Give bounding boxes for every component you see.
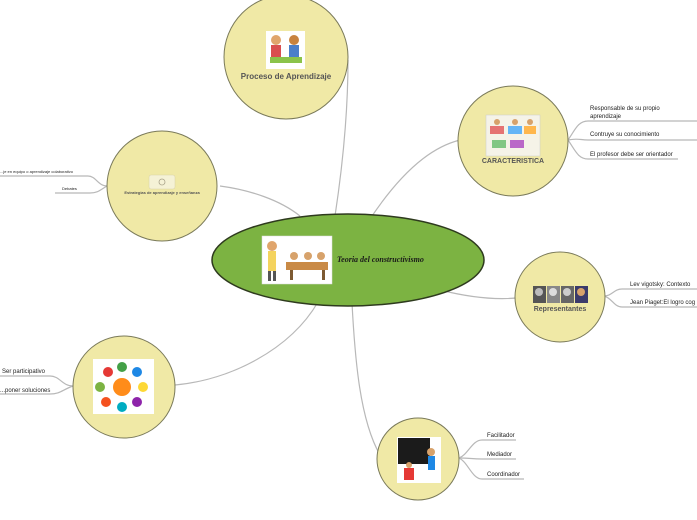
leaf-line-e2 <box>55 185 108 194</box>
leaf-line-r2 <box>603 295 697 308</box>
leaf-docente-2[interactable]: Mediador <box>487 452 513 458</box>
leaf-estrategias-1[interactable]: ...je en equipo o aprendizaje colaborati… <box>0 169 73 174</box>
leaf-line-r1 <box>603 288 697 297</box>
connector-alumno <box>174 301 319 386</box>
node-representantes-label[interactable]: Representantes <box>533 306 587 313</box>
node-estrategias-label[interactable]: Estrategias de aprendizaje y enseñanza <box>124 190 200 195</box>
leaf-line-c2 <box>567 138 697 141</box>
teacher-picture-icon <box>261 235 333 285</box>
leaf-line-e1 <box>0 175 108 187</box>
leaf-line-a1 <box>0 375 74 387</box>
leaf-docente-3[interactable]: Coordinador <box>487 472 521 478</box>
leaf-line-a2 <box>0 385 74 395</box>
leaf-caracteristica-2[interactable]: Contruye su conocimiento <box>590 132 660 138</box>
leaf-line-d1 <box>458 439 516 459</box>
leaf-line-d3 <box>458 457 524 480</box>
connector-docente <box>351 302 381 456</box>
leaf-line-c1 <box>567 120 697 141</box>
leaf-estrategias-2[interactable]: Debates <box>62 186 77 191</box>
leaf-line-c3 <box>567 139 678 160</box>
classroom-picture-icon <box>266 31 305 69</box>
connectors <box>0 59 697 480</box>
central-node-title[interactable]: Teoria del constructivismo <box>337 255 424 264</box>
leaf-docente-1[interactable]: Facilitador <box>487 433 515 439</box>
leaf-representantes-1[interactable]: Lev vigotsky: Contexto <box>630 282 691 288</box>
leaf-alumno-1[interactable]: Ser participativo <box>2 369 46 375</box>
connector-caracteristica <box>371 139 461 217</box>
leaf-line-d2 <box>458 457 516 460</box>
children-circle-picture-icon <box>93 359 154 414</box>
chalkboard-teacher-picture-icon <box>397 437 441 483</box>
leaf-representantes-2[interactable]: Jean Piaget:El logro cog <box>630 300 696 306</box>
node-caracteristica-label[interactable]: CARACTERISTICA <box>481 158 545 165</box>
camera-placeholder-icon <box>148 174 176 190</box>
connector-estrategias <box>219 185 301 217</box>
leaf-caracteristica-1[interactable]: Responsable de su propio aprendizaje <box>590 106 660 120</box>
connector-proceso <box>334 59 349 217</box>
classroom-picture-icon <box>485 114 541 157</box>
node-proceso-label[interactable]: Proceso de Aprendizaje <box>240 72 332 81</box>
leaf-alumno-2[interactable]: ...poner soluciones <box>0 388 51 394</box>
leaf-caracteristica-3[interactable]: El profesor debe ser orientador <box>590 152 673 158</box>
portraits-picture-icon <box>533 286 588 303</box>
